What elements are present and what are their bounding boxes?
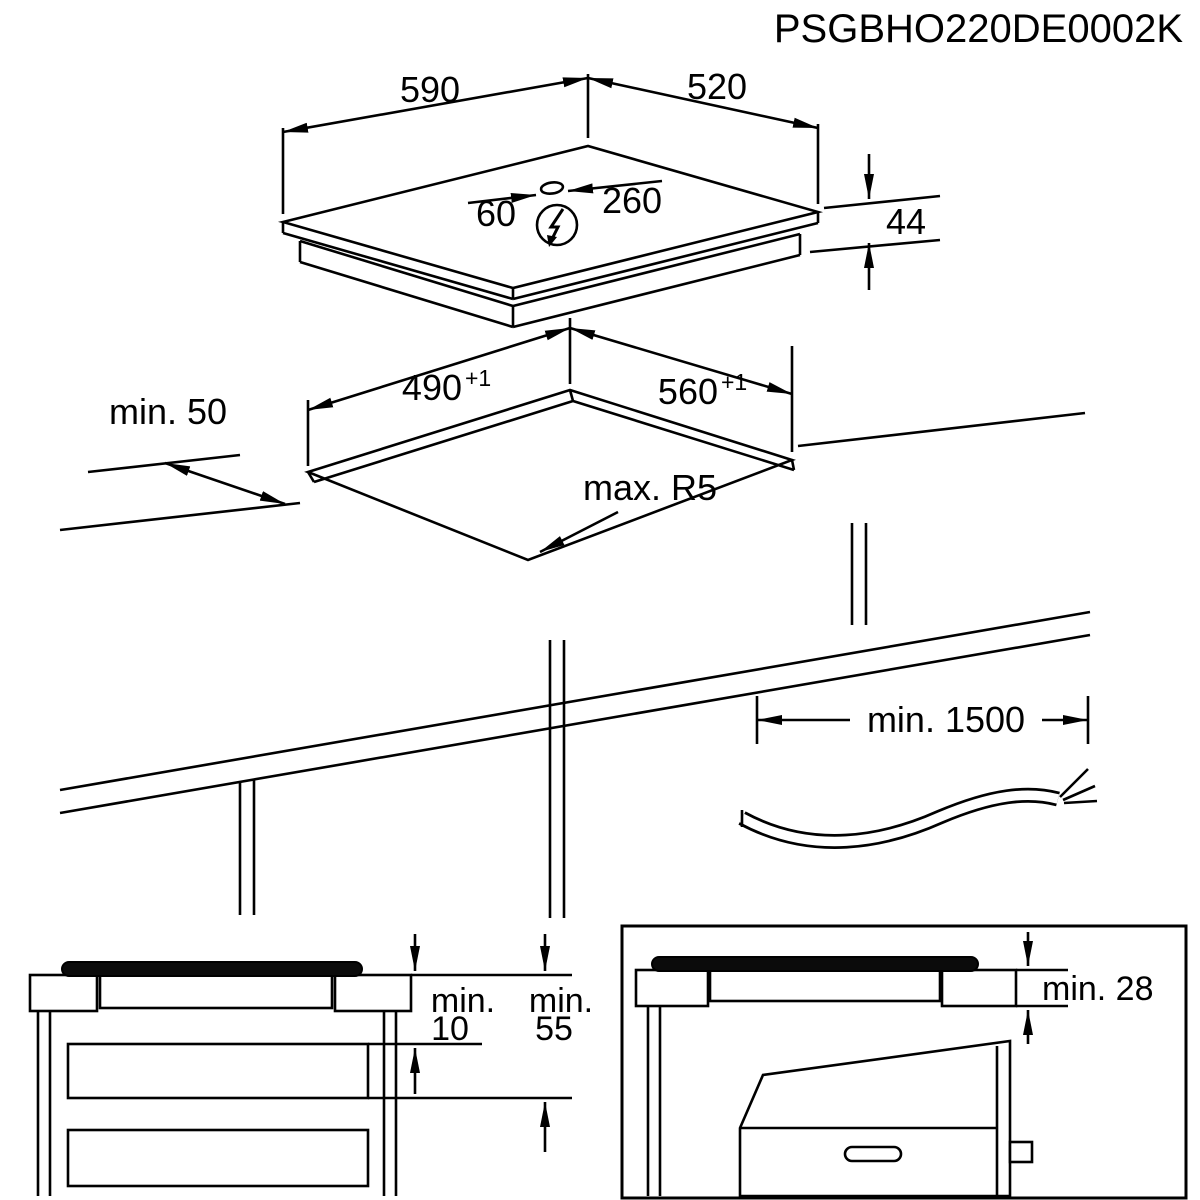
lightning-arrowhead [547, 235, 557, 247]
oven-body [738, 1039, 1012, 1198]
drawer [66, 1128, 370, 1188]
glass-bottom-edge [512, 221, 819, 301]
dim-560: 560 +1 [569, 326, 794, 452]
dim-min-10: min. 10 [410, 934, 495, 1094]
dim-490-tolerance: +1 [465, 365, 491, 391]
hob-body-edge [299, 239, 514, 308]
hob-body-edge [512, 232, 801, 308]
dim-min-55: min. 55 [529, 934, 593, 1152]
worktop-back-edge [797, 411, 1086, 448]
dim-560-label: 560 [658, 371, 718, 412]
worktop-section [940, 968, 1018, 1008]
cable-wire-end [1063, 799, 1098, 805]
oven [738, 1039, 1034, 1198]
oven-handle [843, 1145, 903, 1163]
dim-590: 590 [281, 69, 590, 214]
dim-44-label: 44 [886, 201, 926, 242]
worktop-section [28, 973, 99, 1013]
dimension-line [164, 461, 286, 506]
power-cable [738, 768, 1098, 849]
dim-min1500-label: min. 1500 [867, 699, 1025, 740]
hob-body-bottom [512, 253, 801, 329]
dimension-line [587, 76, 819, 130]
worktop-front-edge [59, 633, 1091, 815]
dimension-line [307, 326, 571, 412]
cable-wire-end [1059, 768, 1089, 798]
hob-body-section [708, 968, 942, 1003]
dim-520-label: 520 [687, 66, 747, 107]
dim-max-r5-label: max. R5 [583, 467, 717, 508]
dim-min50: min. 50 [87, 391, 286, 506]
extension-line [87, 453, 241, 474]
side-view-drawers: min. 10 min. 55 [28, 934, 593, 1196]
dim-min-28: min. 28 [1016, 932, 1154, 1044]
product-code: PSGBHO220DE0002K [774, 7, 1183, 51]
cutout [304, 388, 796, 562]
dim-60-260: 60 260 [467, 179, 663, 247]
dimension-line [282, 76, 589, 134]
electrical-circle [535, 203, 579, 247]
worktop-front-edge [59, 610, 1091, 792]
dimension-line [569, 326, 793, 396]
dim-min28-label: min. 28 [1042, 970, 1154, 1008]
drawer [66, 1042, 370, 1100]
dim-590-label: 590 [400, 69, 460, 110]
cutout-opening [304, 388, 796, 562]
cutout-inner-wall [790, 459, 796, 471]
dim-490-label: 490 [402, 367, 462, 408]
dimension-arrow [567, 179, 663, 194]
dim-min55-value: 55 [535, 1010, 573, 1048]
cutout-inner-wall [306, 471, 316, 483]
electrical-connection-icon [535, 203, 579, 247]
radius-arrow [539, 510, 619, 554]
cable-view: min. 1500 [738, 696, 1098, 849]
dim-max-r5: max. R5 [539, 467, 717, 554]
dim-260-label: 260 [602, 180, 662, 221]
dimension-arrow [467, 192, 537, 205]
oven-hinge [1008, 1140, 1034, 1164]
dim-60-label: 60 [476, 193, 516, 234]
dim-min55-label: min. [529, 982, 593, 1020]
dim-490: 490 +1 [306, 318, 572, 466]
dim-min10-label: min. [431, 982, 495, 1020]
dim-560-tolerance: +1 [721, 369, 747, 395]
hob-body-bottom [299, 260, 514, 329]
cable-outlet-hole [539, 181, 565, 195]
hob-body-section [98, 973, 334, 1010]
hob-glass-section [651, 956, 979, 972]
dim-44: 44 [809, 154, 941, 290]
extension-line [809, 238, 941, 254]
cable-core [739, 790, 1060, 847]
glass-bottom-edge [282, 231, 514, 301]
cable-wire-end [1062, 784, 1096, 802]
worktop-back-edge [59, 501, 301, 532]
dim-min50-label: min. 50 [109, 391, 227, 432]
worktop-section [634, 968, 710, 1008]
side-view-oven: min. 28 [620, 924, 1188, 1200]
worktop-view [59, 388, 1091, 918]
worktop-section [333, 973, 413, 1013]
lightning-bolt [548, 208, 565, 242]
hob-glass-section [61, 961, 363, 977]
dim-min10-value: 10 [431, 1010, 469, 1048]
dim-520: 520 [587, 66, 820, 204]
view-frame [620, 924, 1188, 1200]
extension-line [823, 194, 941, 210]
